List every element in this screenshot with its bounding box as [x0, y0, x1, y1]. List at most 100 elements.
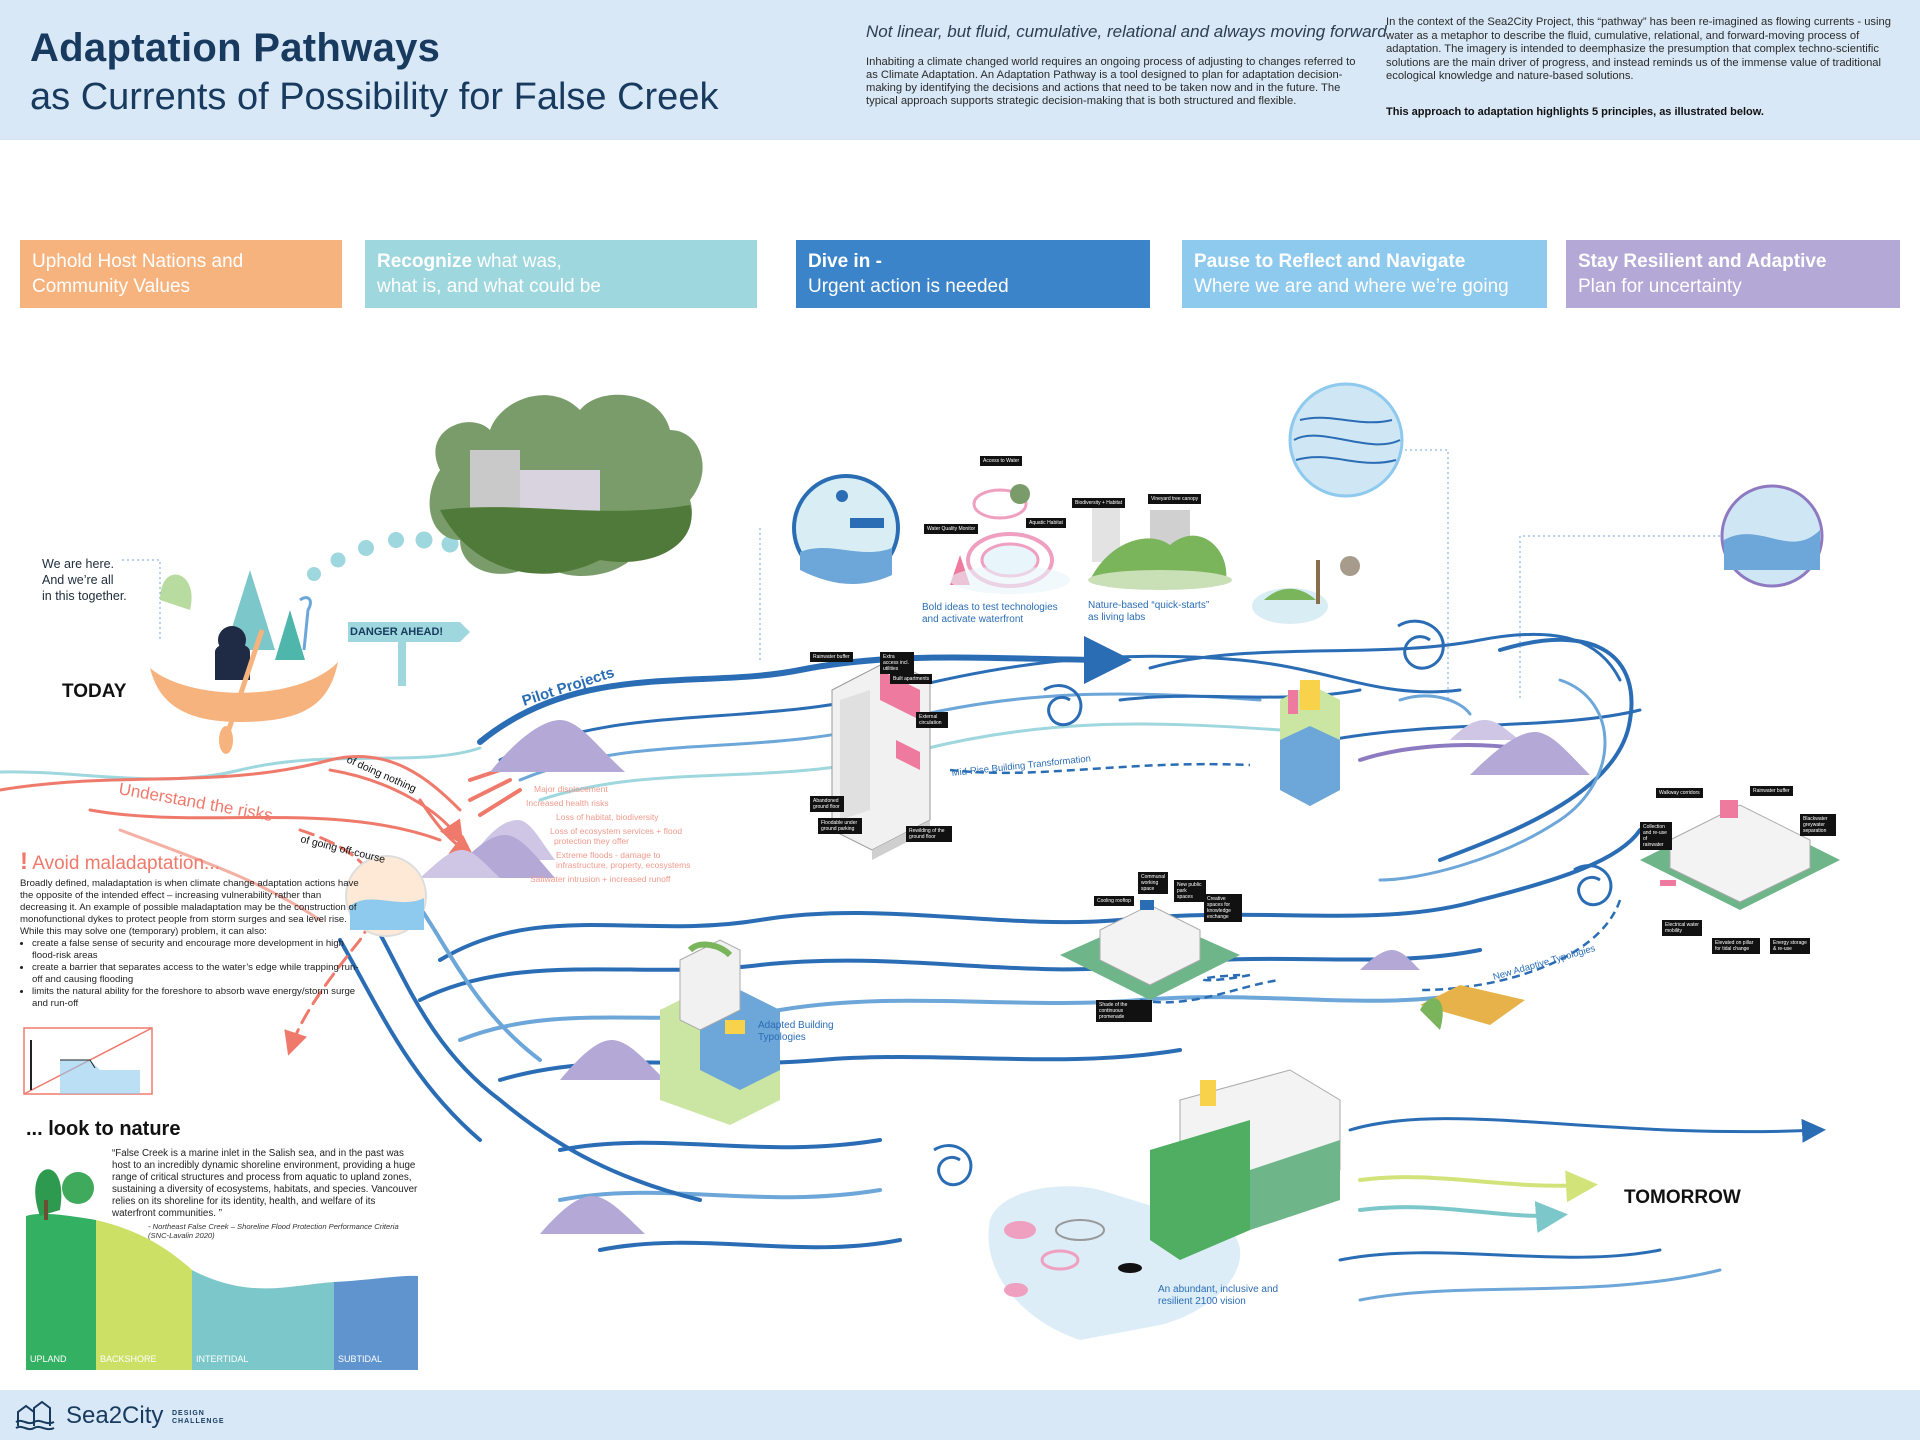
nature-heading: ... look to nature [26, 1118, 181, 1140]
risk-item: infrastructure, property, ecosystems [556, 860, 691, 870]
zone-label-backshore: BACKSHORE [100, 1354, 157, 1364]
label-line: and activate waterfront [922, 614, 1024, 625]
dotted-leaders [122, 449, 1720, 700]
logo-wordmark: Sea2City [66, 1402, 164, 1429]
context-paragraph: In the context of the Sea2City Project, … [1386, 16, 1891, 83]
label-line: resilient 2100 vision [1158, 1296, 1246, 1307]
callout-tag: Vineyard tree canopy [1148, 494, 1202, 504]
principle-line1: what was, [472, 251, 562, 272]
vision-2100 [988, 1069, 1341, 1340]
principle-line2: Urgent action is needed [808, 276, 1009, 297]
label-off-course: of going off-course [299, 833, 386, 866]
callout-tag: Access to Water [980, 456, 1023, 466]
maladaptation-paragraph: Broadly defined, maladaptation is when c… [20, 878, 359, 937]
maladaptation-heading: ! Avoid maladaptation... [20, 848, 220, 876]
callout-tag: Shade of the continuous promenade [1096, 1000, 1152, 1022]
callout-tag: Rainwater buffer [1750, 786, 1793, 796]
canoe-scene [150, 570, 338, 754]
callout-tag: Biodiversity + Habitat [1072, 498, 1126, 508]
quote-source: - Northeast False Creek – Shoreline Floo… [148, 1222, 399, 1240]
logo-sub-line: CHALLENGE [172, 1418, 225, 1425]
logo-subtitle: DESIGN CHALLENGE [172, 1410, 225, 1426]
label-today: TODAY [62, 681, 127, 702]
pilot-illustrations [950, 484, 1360, 624]
lower-currents [338, 828, 1826, 1302]
mountains [420, 720, 1590, 1234]
callout-tag: Energy storage & re-use [1770, 938, 1810, 954]
page-subtitle: as Currents of Possibility for False Cre… [30, 76, 719, 118]
label-tomorrow: TOMORROW [1624, 1187, 1741, 1208]
callout-tag: Blackwater greywater separation [1800, 814, 1836, 836]
logo-sub-line: DESIGN [172, 1410, 205, 1417]
label-line: as living labs [1088, 612, 1146, 623]
tagline: Not linear, but fluid, cumulative, relat… [866, 22, 1387, 41]
callout-tag: Water Quality Monitor [924, 524, 979, 534]
callout-tag: Aquatic Habitat [1026, 518, 1066, 528]
principle-line2: Community Values [32, 276, 191, 297]
sea2city-logo-icon [15, 1400, 55, 1431]
principle-line2: Plan for uncertainty [1578, 276, 1742, 297]
callout-tag: Floodable under ground parking [818, 818, 862, 834]
callout-tag: Walkway corridors [1656, 788, 1703, 798]
shoreline-zones [26, 1169, 418, 1370]
principle-uphold-values: Uphold Host Nations and Community Values [20, 240, 342, 308]
principles-note: This approach to adaptation highlights 5… [1386, 106, 1764, 118]
label-vision: An abundant, inclusive and resilient 210… [1158, 1284, 1278, 1308]
maladaptation-title: Avoid maladaptation... [32, 853, 220, 874]
circle-vignettes [345, 382, 1824, 937]
label-bold-ideas: Bold ideas to test technologies and acti… [922, 602, 1058, 626]
principle-stay-resilient: Stay Resilient and Adaptive Plan for unc… [1566, 240, 1900, 308]
callout-tag: Rainwater buffer [810, 652, 853, 662]
header-band [0, 0, 1920, 140]
label-midrise: Mid-Rise Building Transformation [951, 753, 1091, 779]
callout-tag: Extra access incl. utilities [880, 652, 914, 674]
callout-tag: New public park spaces [1174, 880, 1206, 902]
callout-tag: Creative spaces for knowledge exchange [1204, 894, 1242, 922]
callout-tag: Electrical water mobility [1662, 920, 1702, 936]
risk-item: Loss of habitat, biodiversity [556, 812, 659, 822]
we-are-here-note: We are here. And we’re all in this toget… [42, 556, 127, 604]
page-title: Adaptation Pathways [30, 26, 441, 70]
maladaptation-body: Broadly defined, maladaptation is when c… [20, 878, 360, 1010]
label-nature-based: Nature-based “quick-starts” as living la… [1088, 600, 1209, 624]
principle-line1: Uphold Host Nations and [32, 251, 244, 272]
swirl-icons [933, 619, 1613, 1187]
danger-sign [348, 622, 470, 686]
label-line: Adapted Building [758, 1020, 834, 1031]
risk-item: Loss of ecosystem services + flood [550, 826, 683, 836]
risk-item: Saltwater intrusion + increased runoff [530, 874, 671, 884]
zone-label-subtidal: SUBTIDAL [338, 1354, 383, 1364]
list-item: create a false sense of security and enc… [32, 938, 360, 962]
adapted-building [660, 939, 780, 1125]
principle-bold: Pause to Reflect and Navigate [1194, 251, 1466, 272]
callout-tag: Cooling rooftop [1094, 896, 1134, 906]
risk-item: protection they offer [554, 836, 629, 846]
danger-sign-label: DANGER AHEAD! [350, 626, 444, 638]
callout-tag: Built apartments [890, 674, 933, 684]
principle-line2: what is, and what could be [377, 276, 601, 297]
maladaptation-list: create a false sense of security and enc… [20, 938, 360, 1010]
principle-dive-in: Dive in - Urgent action is needed [796, 240, 1150, 308]
label-line: Typologies [758, 1032, 806, 1043]
callout-tag: Communal working space [1138, 872, 1168, 894]
callout-tag: Collection and re-use of rainwater [1640, 822, 1672, 850]
note-line: We are here. [42, 557, 115, 571]
principle-bold: Recognize [377, 251, 473, 272]
dashed-connectors [949, 762, 1622, 1004]
dyke-diagram [23, 1027, 153, 1095]
callout-tag: Abandoned ground floor [810, 796, 844, 812]
principle-bold: Stay Resilient and Adaptive [1578, 251, 1827, 272]
callout-tag: Elevated on pillar for tidal change [1712, 938, 1760, 954]
zone-label-upland: UPLAND [30, 1354, 67, 1364]
dotted-path [307, 531, 459, 581]
risk-item: Major displacement [534, 784, 608, 794]
principle-recognize: Recognize what was, what is, and what co… [365, 240, 757, 308]
note-line: in this together. [42, 589, 127, 603]
nature-quote: “False Creek is a marine inlet in the Sa… [112, 1148, 418, 1219]
warning-icon: ! [20, 848, 28, 875]
intro-paragraph: Inhabiting a climate changed world requi… [866, 56, 1356, 107]
label-line: An abundant, inclusive and [1158, 1284, 1279, 1295]
principle-bold: Dive in - [808, 251, 882, 272]
label-adapted-building: Adapted Building Typologies [758, 1020, 834, 1044]
